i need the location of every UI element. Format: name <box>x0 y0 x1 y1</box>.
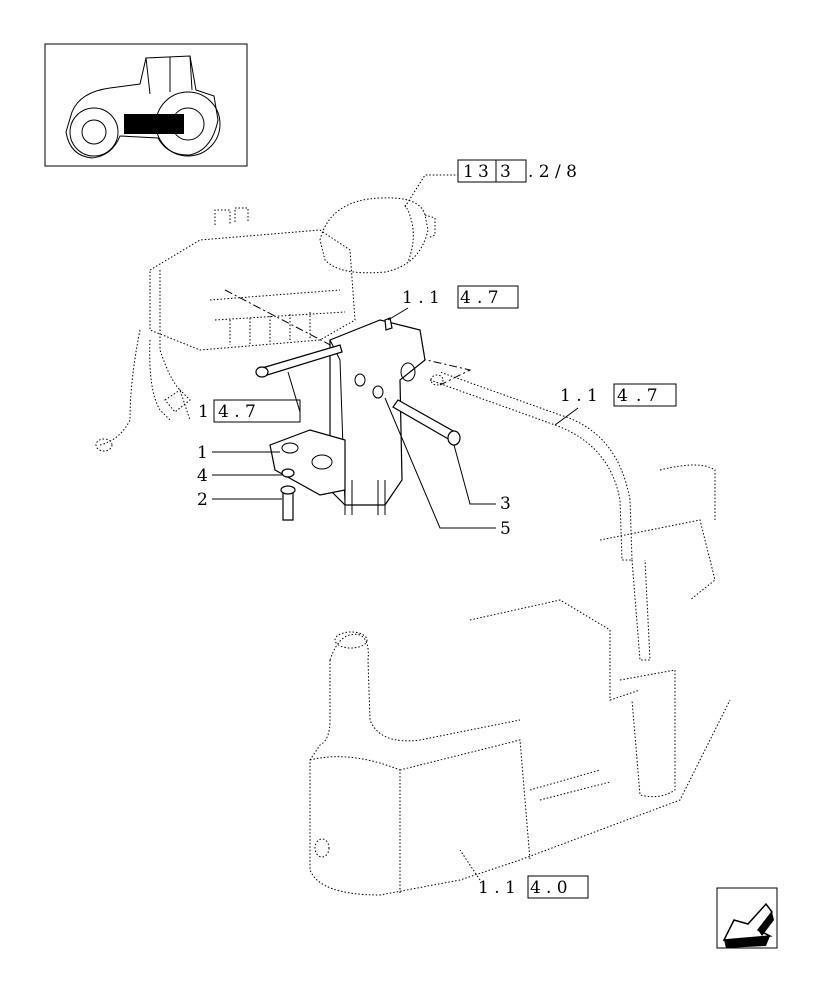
bolts-and-washers <box>255 317 461 521</box>
bracket <box>269 319 426 515</box>
fuel-tank <box>309 464 731 896</box>
svg-text:1 . 1: 1 . 1 <box>560 386 598 406</box>
hydraulic-valve-assembly <box>95 207 356 452</box>
svg-text:5: 5 <box>500 519 511 539</box>
svg-text:4: 4 <box>197 466 208 486</box>
svg-text:. 0: . 0 <box>546 878 568 898</box>
svg-text:3: 3 <box>478 162 489 182</box>
callout-3: 3 <box>453 444 511 514</box>
svg-text:3: 3 <box>500 162 511 182</box>
callout-5: 5 <box>384 397 511 539</box>
pipe <box>429 371 651 661</box>
callout-4: 4 <box>197 466 282 486</box>
svg-text:1 . 1: 1 . 1 <box>478 878 516 898</box>
callout-1: 1 <box>197 443 280 463</box>
svg-text:1: 1 <box>463 162 474 182</box>
tractor-thumbnail-icon <box>44 43 248 167</box>
svg-text:4 . 7: 4 . 7 <box>218 402 256 422</box>
svg-text:4: 4 <box>530 878 541 898</box>
svg-text:1: 1 <box>197 443 208 463</box>
ref-top: 1 3 3 . 2 / 8 <box>404 159 577 208</box>
svg-text:. 7: . 7 <box>636 386 658 406</box>
svg-text:4: 4 <box>460 288 471 308</box>
ref-left: 1 4 . 7 <box>198 371 301 423</box>
svg-text:1: 1 <box>198 402 209 422</box>
callout-2: 2 <box>197 490 282 510</box>
ref-right: 1 . 1 4 . 7 <box>554 383 677 426</box>
svg-text:3: 3 <box>500 494 511 514</box>
svg-text:. 7: . 7 <box>477 288 499 308</box>
svg-text:. 2 / 8: . 2 / 8 <box>528 162 577 182</box>
ref-bracket-small: 1 . 1 4 . 7 <box>387 285 519 321</box>
svg-text:2: 2 <box>197 490 208 510</box>
ref-bottom: 1 . 1 4 . 0 <box>459 849 589 899</box>
svg-text:4: 4 <box>617 386 628 406</box>
next-page-arrow-icon[interactable] <box>716 887 778 949</box>
svg-text:1 . 1: 1 . 1 <box>402 288 440 308</box>
accumulator-sphere <box>319 197 436 274</box>
